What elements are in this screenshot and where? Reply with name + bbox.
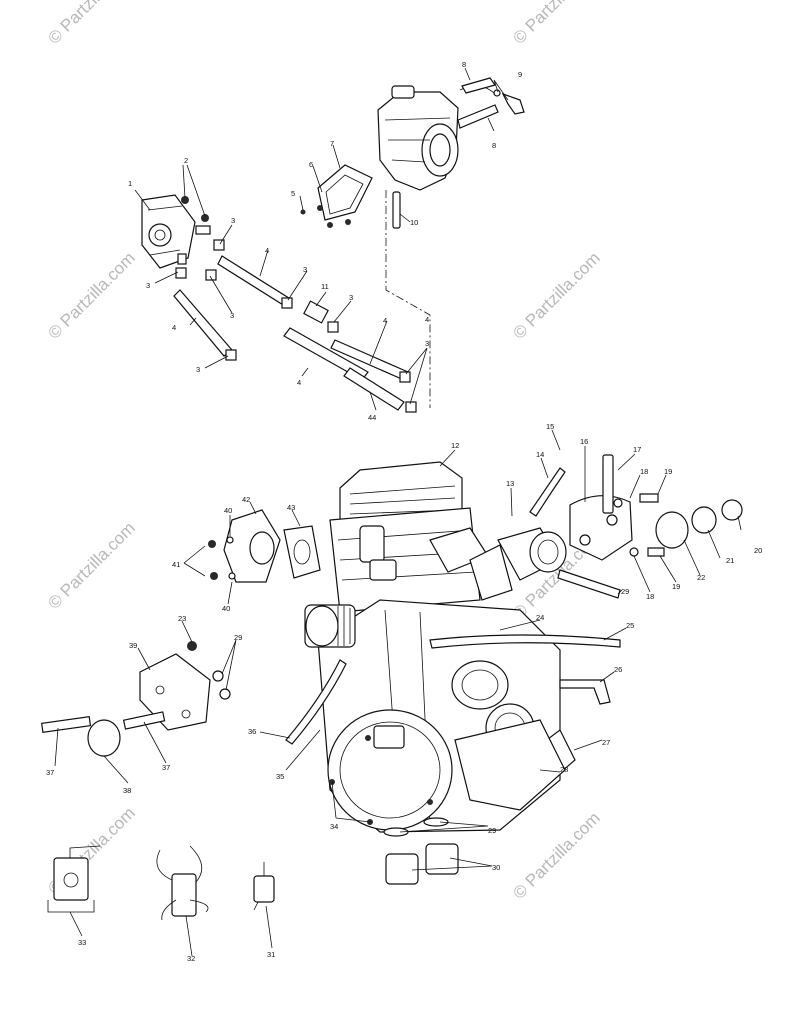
callout-28: 28: [560, 765, 568, 774]
callout-24: 24: [536, 613, 544, 622]
watermark: © Partzilla.com: [509, 0, 603, 48]
engine-mount-left: [40, 641, 347, 757]
callout-5: 5: [291, 189, 295, 198]
callout-35: 35: [276, 772, 284, 781]
callout-33: 33: [78, 938, 86, 947]
callout-20: 20: [754, 546, 762, 555]
callout-37: 37: [162, 763, 170, 772]
callout-3: 3: [196, 365, 200, 374]
callout-31: 31: [267, 950, 275, 959]
callout-7: 7: [330, 139, 334, 148]
cdi-box: [156, 845, 209, 921]
engine-mount-bottom: [383, 817, 459, 885]
callout-numbers: 1 2 3 3 3 3 3 3 3 4 4 4 4 4 5 6 7 8 8 9 …: [46, 60, 762, 963]
callout-41: 41: [172, 560, 180, 569]
callout-23: 23: [178, 614, 186, 623]
callout-18: 18: [646, 592, 654, 601]
callout-3: 3: [303, 265, 307, 274]
callout-3: 3: [425, 339, 429, 348]
watermark: © Partzilla.com: [44, 0, 138, 48]
callout-36: 36: [248, 727, 256, 736]
mount-bracket-right: [529, 454, 743, 561]
callout-11: 11: [321, 282, 329, 291]
callout-25: 25: [626, 621, 634, 630]
voltage-regulator: [47, 845, 101, 913]
callout-30: 30: [492, 863, 500, 872]
watermark: © Partzilla.com: [44, 518, 138, 612]
callout-14: 14: [536, 450, 544, 459]
callout-40: 40: [222, 604, 230, 613]
callout-12: 12: [451, 441, 459, 450]
callout-3: 3: [349, 293, 353, 302]
callout-26: 26: [614, 665, 622, 674]
exhaust-manifold-left: [208, 509, 321, 583]
callout-29: 29: [234, 633, 242, 642]
fuel-hoses-and-filter: [173, 239, 417, 413]
callout-10: 10: [410, 218, 418, 227]
callout-8: 8: [492, 141, 496, 150]
leader-lines: [54, 67, 742, 957]
fuel-pump-assembly: [141, 194, 211, 269]
callout-40: 40: [224, 506, 232, 515]
callout-18: 18: [640, 467, 648, 476]
callout-1: 1: [128, 179, 132, 188]
callout-3: 3: [230, 311, 234, 320]
callout-3: 3: [146, 281, 150, 290]
watermark: © Partzilla.com: [44, 248, 138, 342]
ignition-coil: [253, 862, 275, 911]
callout-16: 16: [580, 437, 588, 446]
callout-37: 37: [46, 768, 54, 777]
callout-6: 6: [309, 160, 313, 169]
callout-2: 2: [184, 156, 188, 165]
callout-32: 32: [187, 954, 195, 963]
callout-3: 3: [231, 216, 235, 225]
callout-4: 4: [425, 315, 429, 324]
callout-19: 19: [664, 467, 672, 476]
callout-13: 13: [506, 479, 514, 488]
callout-43: 43: [287, 503, 295, 512]
callout-4: 4: [383, 316, 387, 325]
callout-4: 4: [172, 323, 176, 332]
callout-19: 19: [672, 582, 680, 591]
carburetor-assembly: [300, 77, 525, 408]
callout-22: 22: [697, 573, 705, 582]
watermark: © Partzilla.com: [509, 248, 603, 342]
callout-9: 9: [518, 70, 522, 79]
callout-29: 29: [621, 587, 629, 596]
callout-4: 4: [297, 378, 301, 387]
callout-34: 34: [330, 822, 338, 831]
callout-4: 4: [265, 246, 269, 255]
watermark: © Partzilla.com: [509, 808, 603, 902]
callout-17: 17: [633, 445, 641, 454]
callout-38: 38: [123, 786, 131, 795]
callout-39: 39: [129, 641, 137, 650]
callout-44: 44: [368, 413, 376, 422]
callout-29: 29: [488, 826, 496, 835]
callout-27: 27: [602, 738, 610, 747]
callout-15: 15: [546, 422, 554, 431]
engine-block: [304, 461, 576, 833]
callout-8: 8: [462, 60, 466, 69]
callout-42: 42: [242, 495, 250, 504]
callout-21: 21: [726, 556, 734, 565]
engine-carb-and-boot: [429, 527, 621, 705]
